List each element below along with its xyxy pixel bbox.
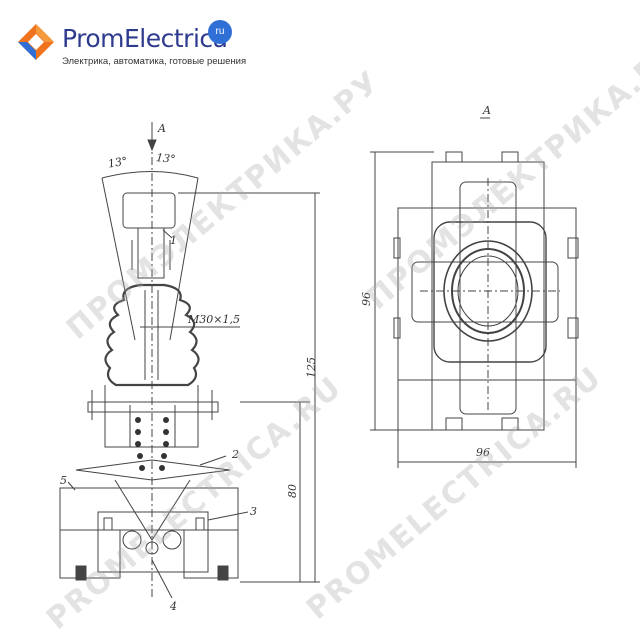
- view-arrow-label: A: [158, 122, 166, 135]
- horizontal-frame: [397, 207, 577, 381]
- thread-label: M30×1,5: [188, 313, 240, 326]
- dim-side-width-label: 96: [476, 446, 490, 459]
- angle-right-label: 13°: [155, 151, 177, 166]
- dim-total-label: 125: [305, 357, 318, 378]
- dim-lower-label: 80: [286, 484, 299, 498]
- brand-logo[interactable]: PromElectrica ru Электрика, автоматика, …: [18, 20, 258, 70]
- base-block: [59, 487, 239, 531]
- brand-diamond-icon: [18, 24, 54, 60]
- rubber-boot: [104, 283, 200, 387]
- spring: [135, 417, 169, 471]
- brand-name: PromElectrica: [62, 24, 228, 53]
- brand-tld-badge: ru: [208, 20, 232, 44]
- part-label-5: 5: [60, 474, 67, 487]
- front-section-view: [59, 122, 320, 600]
- part-label-1: 1: [170, 234, 177, 247]
- vertical-frame: [431, 161, 545, 431]
- part-label-4: 4: [170, 600, 177, 613]
- top-view-a: [370, 117, 579, 468]
- part-label-3: 3: [250, 505, 257, 518]
- knob: [122, 192, 176, 229]
- tilt-arc: [101, 171, 199, 179]
- part-label-2: 2: [232, 448, 239, 461]
- view-title-label: A: [483, 104, 491, 117]
- brand-tagline: Электрика, автоматика, готовые решения: [62, 56, 247, 67]
